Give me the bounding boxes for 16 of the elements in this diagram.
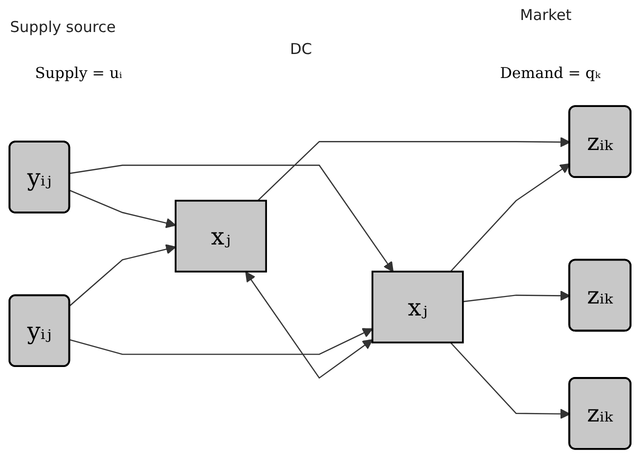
- node-box: xⱼ: [372, 270, 464, 344]
- arrow: [245, 272, 373, 379]
- formula-label: Supply = uᵢ: [35, 64, 122, 82]
- node-box: xⱼ: [174, 200, 267, 272]
- arrow: [70, 328, 373, 355]
- arrow: [70, 190, 176, 228]
- arrow: [462, 290, 570, 302]
- arrow: [257, 136, 570, 202]
- formula-label: Demand = qₖ: [500, 64, 601, 82]
- arrow: [450, 342, 570, 420]
- column-heading: Supply source: [10, 18, 116, 36]
- column-heading: DC: [290, 40, 312, 58]
- column-heading: Market: [520, 6, 572, 24]
- arrow: [69, 244, 176, 306]
- arrow: [450, 163, 570, 272]
- arrow: [70, 164, 394, 272]
